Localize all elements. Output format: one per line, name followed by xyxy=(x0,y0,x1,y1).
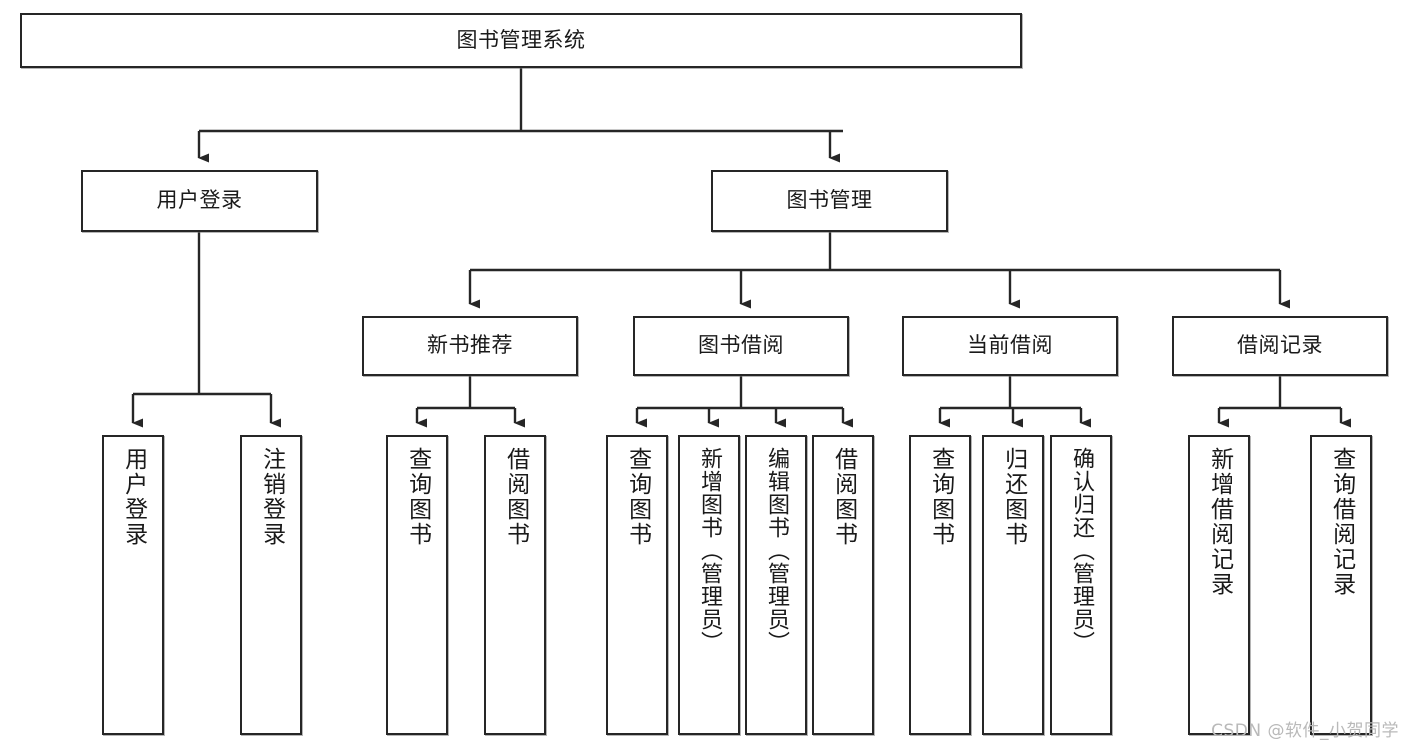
node-label: 图书管理 xyxy=(786,188,873,213)
node-leaf-query-borrow-record[interactable]: 查询借阅记录 xyxy=(1310,435,1372,735)
node-current-borrow[interactable]: 当前借阅 xyxy=(902,316,1118,376)
node-leaf-return-book[interactable]: 归还图书 xyxy=(982,435,1044,735)
node-label: 新增图书（管理员） xyxy=(696,447,722,654)
node-label: 查询图书 xyxy=(927,447,954,547)
node-label: 查询图书 xyxy=(404,447,431,547)
node-leaf-borrow-book[interactable]: 借阅图书 xyxy=(812,435,874,735)
node-user-login[interactable]: 用户登录 xyxy=(81,170,318,232)
node-label: 图书借阅 xyxy=(698,333,784,358)
node-label: 图书管理系统 xyxy=(456,27,586,52)
node-leaf-confirm-return-admin[interactable]: 确认归还（管理员） xyxy=(1050,435,1112,735)
edge-group-borrow-record xyxy=(1217,376,1351,428)
node-borrow-record[interactable]: 借阅记录 xyxy=(1172,316,1388,376)
node-root-book-management-system[interactable]: 图书管理系统 xyxy=(20,13,1022,68)
edge-group-book-borrow xyxy=(635,376,853,428)
node-label: 查询图书 xyxy=(624,447,651,547)
edge-group-user-login xyxy=(131,232,281,428)
node-label: 借阅记录 xyxy=(1237,333,1323,358)
node-book-borrow[interactable]: 图书借阅 xyxy=(633,316,849,376)
node-leaf-query-book-new[interactable]: 查询图书 xyxy=(386,435,448,735)
node-label: 当前借阅 xyxy=(967,333,1053,358)
node-label: 用户登录 xyxy=(156,188,243,213)
node-label: 新书推荐 xyxy=(427,333,513,358)
edge-group-current-borrow xyxy=(938,376,1091,428)
node-leaf-query-book-current[interactable]: 查询图书 xyxy=(909,435,971,735)
watermark-text: CSDN @软件_小贺同学 xyxy=(1211,721,1399,741)
edge-group-new-book xyxy=(415,376,525,428)
node-leaf-edit-book-admin[interactable]: 编辑图书（管理员） xyxy=(745,435,807,735)
node-leaf-borrow-book-new[interactable]: 借阅图书 xyxy=(484,435,546,735)
node-leaf-logout[interactable]: 注销登录 xyxy=(240,435,302,735)
node-new-book-recommend[interactable]: 新书推荐 xyxy=(362,316,578,376)
edge-group-root xyxy=(197,68,843,163)
node-label: 注销登录 xyxy=(258,447,285,547)
node-book-management[interactable]: 图书管理 xyxy=(711,170,948,232)
node-label: 编辑图书（管理员） xyxy=(763,447,789,654)
node-label: 新增借阅记录 xyxy=(1206,447,1233,597)
node-label: 用户登录 xyxy=(120,447,147,547)
node-label: 查询借阅记录 xyxy=(1328,447,1355,597)
edge-group-book-manage xyxy=(468,232,1290,309)
node-label: 借阅图书 xyxy=(502,447,529,547)
node-label: 确认归还（管理员） xyxy=(1068,447,1094,654)
node-label: 借阅图书 xyxy=(830,447,857,547)
node-leaf-query-book-borrow[interactable]: 查询图书 xyxy=(606,435,668,735)
node-leaf-user-login[interactable]: 用户登录 xyxy=(102,435,164,735)
node-label: 归还图书 xyxy=(1000,447,1027,547)
node-leaf-add-book-admin[interactable]: 新增图书（管理员） xyxy=(678,435,740,735)
node-leaf-add-borrow-record[interactable]: 新增借阅记录 xyxy=(1188,435,1250,735)
